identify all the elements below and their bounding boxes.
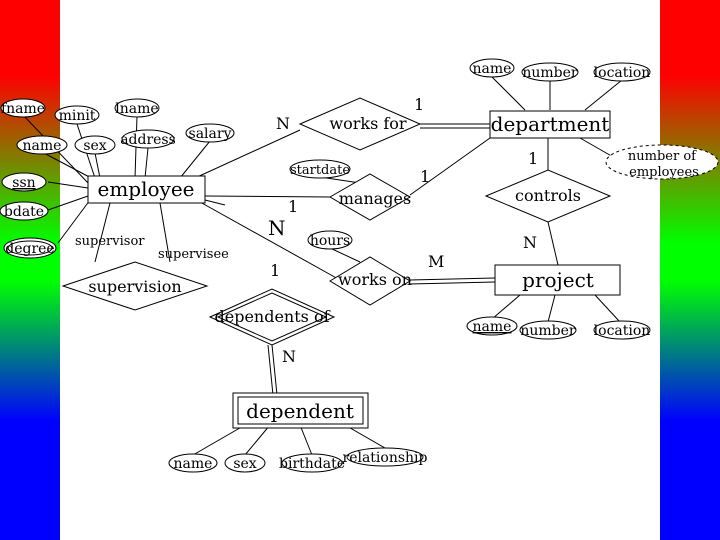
svg-text:location: location <box>594 323 651 339</box>
attr-bdate <box>0 201 49 221</box>
svg-text:N: N <box>276 114 290 133</box>
relationship-manages: manages <box>328 173 411 221</box>
attr-proj-number <box>519 320 577 340</box>
svg-text:dependent: dependent <box>246 399 354 423</box>
attr-dep-sex <box>224 453 266 473</box>
svg-text:ssn: ssn <box>12 175 35 191</box>
attribute-ellipses <box>0 58 651 473</box>
connector-lines <box>22 76 623 456</box>
svg-text:1: 1 <box>528 149 538 168</box>
svg-text:fname: fname <box>1 101 45 117</box>
svg-text:location: location <box>594 65 651 81</box>
svg-text:N: N <box>282 347 296 366</box>
svg-text:bdate: bdate <box>4 204 44 220</box>
svg-text:lname: lname <box>115 101 158 117</box>
attr-emp-name <box>16 135 68 155</box>
svg-text:dependents of: dependents of <box>214 307 330 326</box>
svg-text:project: project <box>522 268 594 292</box>
attr-startdate <box>289 159 351 179</box>
attr-degree-inner <box>7 240 53 256</box>
svg-text:controls: controls <box>515 186 581 205</box>
attr-minit <box>54 105 100 125</box>
attr-sex <box>74 135 116 155</box>
role-labels: supervisor supervisee <box>75 234 229 262</box>
svg-text:startdate: startdate <box>290 163 350 178</box>
svg-text:supervision: supervision <box>88 277 181 296</box>
svg-text:address: address <box>120 132 176 148</box>
svg-text:name: name <box>23 138 62 154</box>
attr-proj-name <box>466 316 518 336</box>
svg-text:N: N <box>523 233 537 252</box>
entity-project: project <box>494 264 621 296</box>
svg-text:name: name <box>473 319 512 335</box>
entity-dependent: dependent <box>232 392 369 429</box>
entity-employee: employee <box>87 175 206 204</box>
attr-dept-name <box>469 58 515 78</box>
svg-text:hours: hours <box>310 233 350 249</box>
svg-text:works for: works for <box>329 114 407 133</box>
entity-department: department <box>489 110 611 139</box>
svg-text:1: 1 <box>420 167 430 186</box>
svg-text:supervisor: supervisor <box>75 234 145 249</box>
svg-text:name: name <box>174 456 213 472</box>
left-gradient-bar <box>0 0 60 540</box>
svg-text:salary: salary <box>189 126 232 142</box>
attr-hours <box>307 230 353 250</box>
attr-proj-location <box>593 320 651 340</box>
attr-number-of-employees-label: number of employees <box>628 149 700 180</box>
svg-text:relationship: relationship <box>343 450 428 466</box>
relationship-works-for: works for <box>298 97 422 151</box>
svg-text:birthdate: birthdate <box>279 456 345 472</box>
right-gradient-bar <box>660 0 720 540</box>
relationship-supervision: supervision <box>61 261 209 311</box>
relationship-works-on: works on <box>329 256 412 306</box>
cardinality-labels: N 1 1 1 1 N N M 1 N <box>268 95 538 366</box>
attr-dept-location <box>593 62 651 82</box>
attr-fname <box>0 98 46 118</box>
svg-text:supervisee: supervisee <box>158 247 229 262</box>
svg-text:name: name <box>473 61 512 77</box>
svg-text:department: department <box>491 112 610 136</box>
svg-text:number: number <box>522 65 578 81</box>
attr-dep-relationship <box>346 447 424 467</box>
svg-text:works on: works on <box>338 270 412 289</box>
svg-text:N: N <box>268 216 286 240</box>
svg-text:1: 1 <box>414 95 424 114</box>
attr-lname <box>114 98 160 118</box>
svg-text:M: M <box>428 252 444 271</box>
attr-number-of-employees <box>605 144 719 180</box>
attr-salary <box>185 123 235 143</box>
svg-text:number: number <box>520 323 576 339</box>
svg-text:1: 1 <box>288 197 298 216</box>
attr-dep-birthdate <box>281 453 343 473</box>
attr-address <box>121 129 175 149</box>
relationship-dependents-of: dependents of <box>208 288 336 346</box>
attribute-labels: fname minit lname name sex address salar… <box>1 61 650 472</box>
svg-text:employee: employee <box>97 177 194 201</box>
relationship-controls: controls <box>484 169 612 223</box>
svg-text:manages: manages <box>339 189 411 208</box>
attr-ssn <box>1 172 47 192</box>
double-lines <box>267 123 496 396</box>
svg-text:sex: sex <box>83 138 106 154</box>
attr-dep-name <box>168 453 218 473</box>
svg-text:1: 1 <box>270 261 280 280</box>
svg-text:sex: sex <box>233 456 256 472</box>
attr-dept-number <box>521 62 579 82</box>
svg-text:minit: minit <box>59 108 96 124</box>
svg-text:degree: degree <box>5 241 54 257</box>
